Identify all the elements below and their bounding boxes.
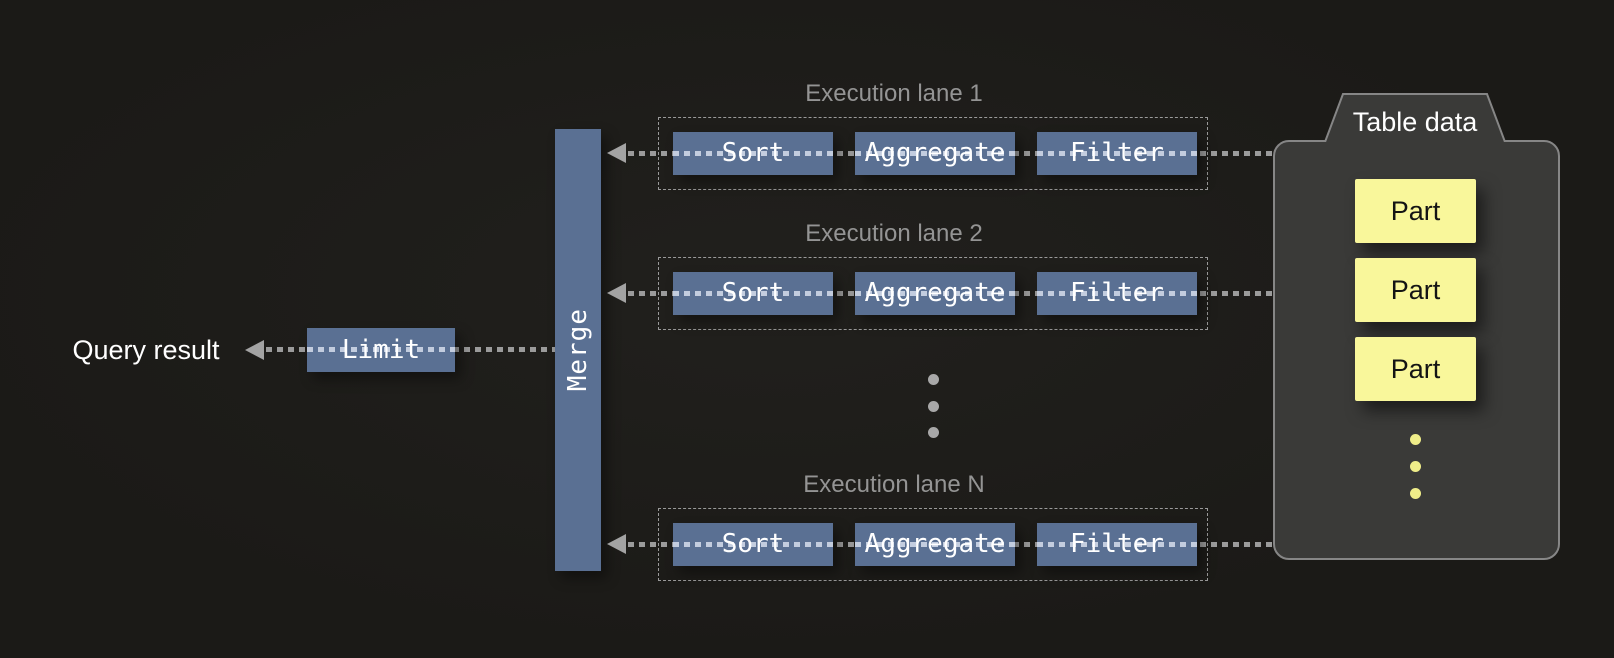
lane-ellipsis-dot [928, 401, 939, 412]
merge-operator: Merge [555, 129, 601, 571]
part-ellipsis-dot [1410, 488, 1421, 499]
left-arrowhead-icon [607, 534, 626, 554]
dataflow-line-overlay [307, 347, 455, 352]
stage-label: Filter [1070, 529, 1164, 559]
stage-label: Aggregate [864, 278, 1006, 308]
dataflow-line-overlay [855, 291, 1015, 296]
filter-operator: Filter [1037, 272, 1197, 315]
table-data-label: Table data [1352, 107, 1478, 137]
lane-ellipsis-dot [928, 374, 939, 385]
stage-label: Filter [1070, 138, 1164, 168]
lane-label: Execution lane 2 [805, 220, 983, 247]
aggregate-operator: Aggregate [855, 523, 1015, 566]
dataflow-line-overlay [855, 542, 1015, 547]
part-ellipsis-dot [1410, 461, 1421, 472]
dataflow-line-overlay [1037, 151, 1197, 156]
table-part: Part [1355, 258, 1476, 322]
stage-label: Sort [721, 529, 785, 559]
stage-label: Sort [721, 278, 785, 308]
part-ellipsis-dot [1410, 434, 1421, 445]
lane-ellipsis-dot [928, 427, 939, 438]
query-result-label: Query result [72, 335, 220, 365]
sort-operator: Sort [673, 523, 833, 566]
limit-operator: Limit [307, 328, 455, 372]
left-arrowhead-icon [245, 340, 264, 360]
aggregate-operator: Aggregate [855, 272, 1015, 315]
filter-operator: Filter [1037, 132, 1197, 175]
dataflow-line-overlay [1037, 291, 1197, 296]
stage-label: Sort [721, 138, 785, 168]
left-arrowhead-icon [607, 143, 626, 163]
stage-label: Filter [1070, 278, 1164, 308]
aggregate-operator: Aggregate [855, 132, 1015, 175]
lane-label: Execution lane 1 [805, 80, 983, 107]
dataflow-line-overlay [673, 542, 833, 547]
sort-operator: Sort [673, 272, 833, 315]
dataflow-line-overlay [1037, 542, 1197, 547]
dataflow-line-overlay [855, 151, 1015, 156]
table-data-tab [1324, 93, 1506, 142]
filter-operator: Filter [1037, 523, 1197, 566]
dataflow-line-overlay [673, 151, 833, 156]
table-part: Part [1355, 337, 1476, 401]
merge-label: Merge [563, 308, 593, 392]
left-arrowhead-icon [607, 283, 626, 303]
dataflow-line-overlay [673, 291, 833, 296]
stage-label: Aggregate [864, 138, 1006, 168]
stage-label: Aggregate [864, 529, 1006, 559]
sort-operator: Sort [673, 132, 833, 175]
table-part: Part [1355, 179, 1476, 243]
limit-label: Limit [341, 335, 421, 365]
lane-label: Execution lane N [803, 471, 985, 498]
